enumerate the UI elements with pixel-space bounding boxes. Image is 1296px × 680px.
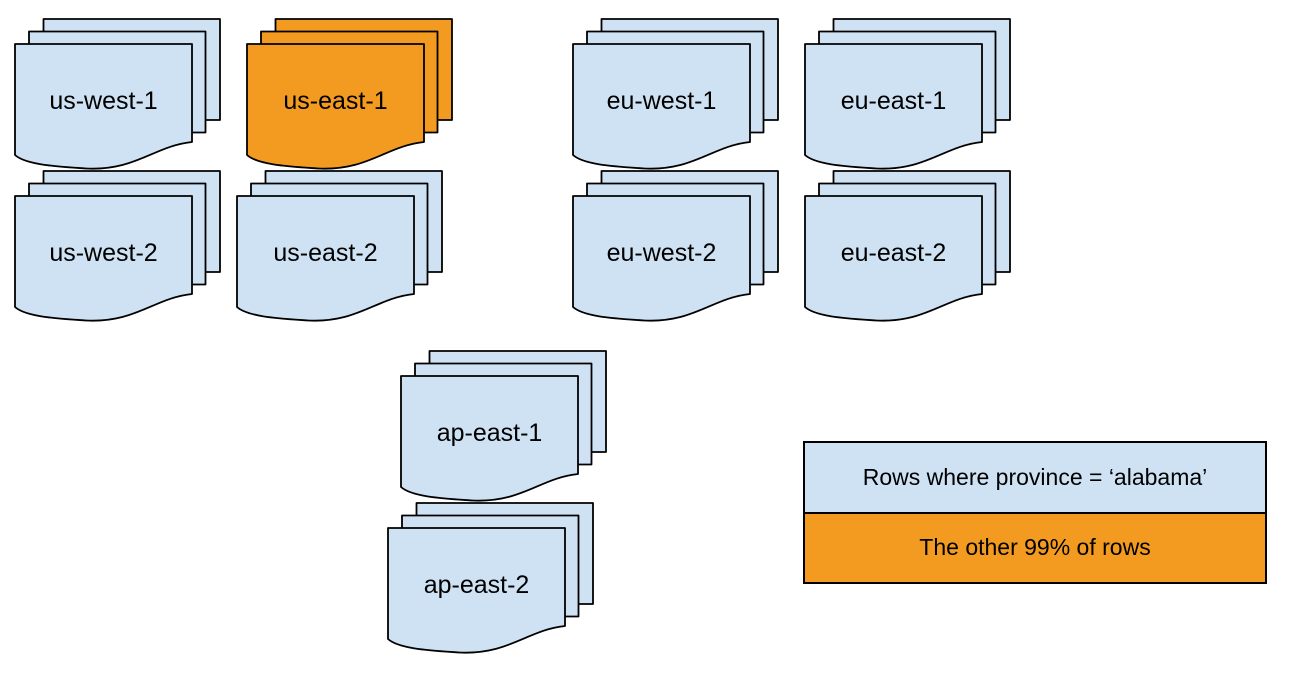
region-stack-ap-east-2: ap-east-2 <box>387 502 595 658</box>
legend-item-alabama-rows: Rows where province = ‘alabama’ <box>805 443 1265 512</box>
legend-item-label: The other 99% of rows <box>919 534 1151 561</box>
legend-item-label: Rows where province = ‘alabama’ <box>862 463 1208 490</box>
region-label: us-east-2 <box>273 239 378 267</box>
legend-item-other-rows: The other 99% of rows <box>805 511 1265 582</box>
region-stack-eu-east-2: eu-east-2 <box>804 170 1012 326</box>
legend: Rows where province = ‘alabama’ The othe… <box>803 441 1267 584</box>
region-stack-us-east-2: us-east-2 <box>236 170 444 326</box>
region-stack-ap-east-1: ap-east-1 <box>400 350 608 506</box>
region-stack-eu-west-2: eu-west-2 <box>572 170 780 326</box>
region-label: eu-west-2 <box>606 239 717 267</box>
region-label: ap-east-1 <box>436 419 543 447</box>
region-label: ap-east-2 <box>423 571 530 599</box>
region-label: us-west-2 <box>49 239 158 267</box>
region-stack-us-west-2: us-west-2 <box>14 170 222 326</box>
region-label: us-west-1 <box>49 87 158 115</box>
region-label: eu-west-1 <box>606 87 717 115</box>
region-label: eu-east-2 <box>840 239 947 267</box>
region-stack-us-west-1: us-west-1 <box>14 18 222 174</box>
region-label: eu-east-1 <box>840 87 947 115</box>
region-stack-eu-west-1: eu-west-1 <box>572 18 780 174</box>
region-label: us-east-1 <box>283 87 388 115</box>
region-stack-eu-east-1: eu-east-1 <box>804 18 1012 174</box>
region-stack-us-east-1: us-east-1 <box>246 18 454 174</box>
